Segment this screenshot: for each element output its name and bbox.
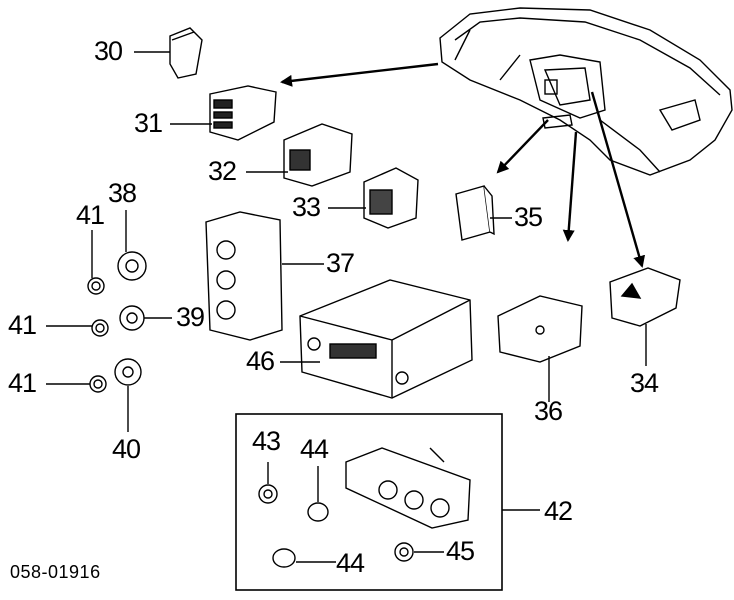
label-part-37: 37: [326, 248, 355, 278]
part-43-knob: [258, 484, 278, 504]
label-part-32: 32: [208, 156, 237, 186]
pointer-arrows: [280, 62, 646, 268]
dashboard-illustration: [439, 7, 733, 176]
label-part-42: 42: [544, 496, 573, 526]
label-part-41-middle: 41: [8, 310, 37, 340]
diagram-code: 058-01916: [10, 562, 101, 582]
label-part-33: 33: [292, 192, 321, 222]
part-38-knob: [117, 251, 147, 281]
label-part-38: 38: [108, 178, 137, 208]
part-31-switch: [209, 85, 277, 141]
part-45-knob: [394, 542, 414, 562]
label-part-35: 35: [514, 202, 543, 232]
part-42-control-panel: [345, 447, 471, 529]
label-part-34: 34: [630, 368, 659, 398]
knob-leader-lines: [267, 462, 444, 563]
part-46-radio: [299, 279, 473, 399]
part-34-hazard-switch: [609, 267, 681, 327]
part-36-unit: [497, 295, 583, 363]
label-part-46: 46: [246, 346, 275, 376]
part-32-switch: [283, 123, 353, 187]
part-42-group-box: [235, 413, 503, 591]
label-part-40: 40: [112, 434, 141, 464]
part-30-clip: [169, 27, 203, 79]
label-part-44-lower: 44: [336, 548, 365, 578]
part-33-switch: [363, 167, 419, 229]
label-part-41-bottom: 41: [8, 368, 37, 398]
part-40-knob: [114, 358, 142, 386]
label-part-41-top: 41: [76, 200, 105, 230]
part-37-heater-control: [205, 211, 283, 341]
part-44-knob-lower: [272, 548, 296, 568]
leader-lines: [46, 51, 647, 511]
label-part-43: 43: [252, 426, 281, 456]
part-41-rings: [87, 277, 109, 393]
part-35-blank: [455, 185, 495, 241]
label-part-31: 31: [134, 108, 163, 138]
label-part-39: 39: [176, 302, 205, 332]
part-39-knob: [119, 305, 145, 331]
label-part-36: 36: [534, 396, 563, 426]
label-part-44-upper: 44: [300, 434, 329, 464]
part-44-knob-upper: [307, 502, 329, 522]
label-part-30: 30: [94, 36, 123, 66]
label-part-45: 45: [446, 536, 475, 566]
